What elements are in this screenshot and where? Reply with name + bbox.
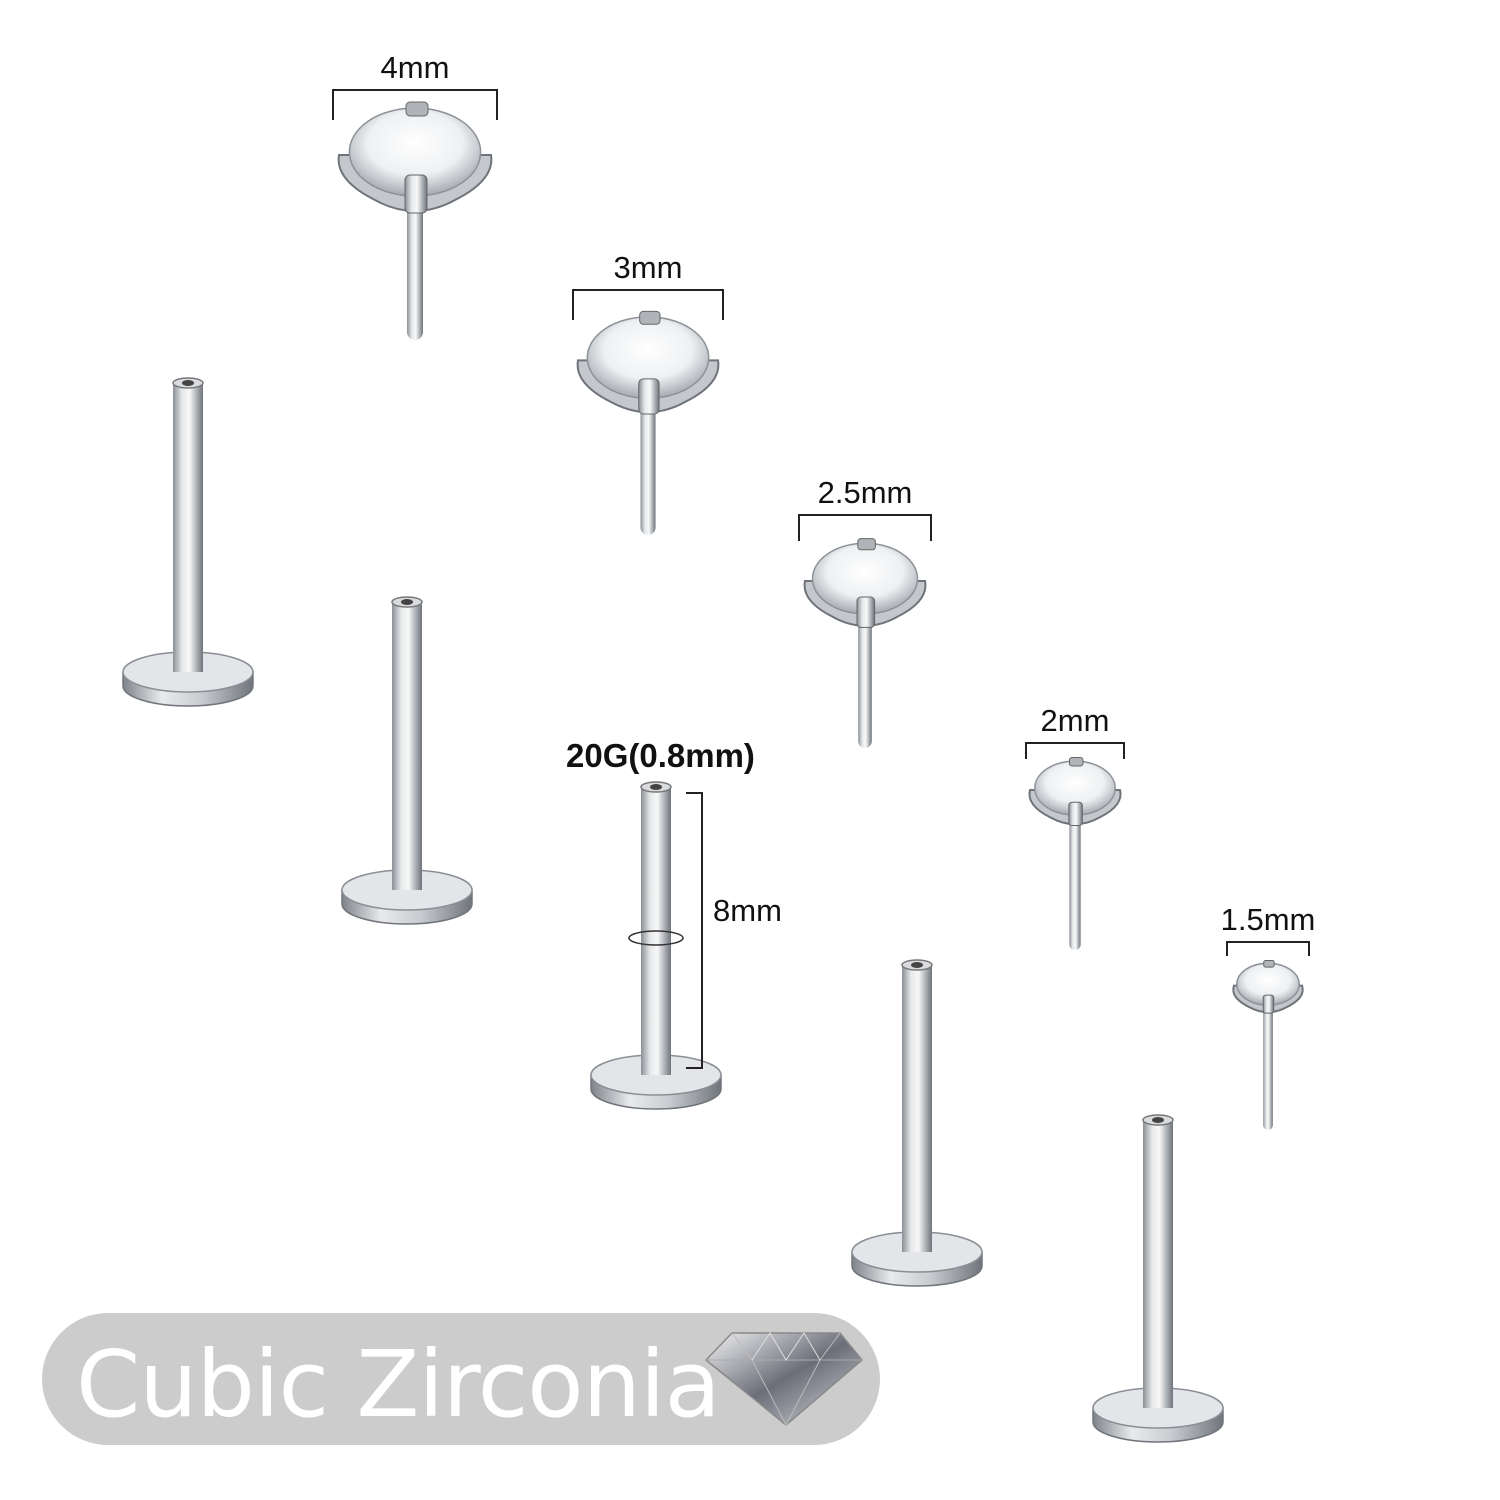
size-label: 2mm <box>1041 703 1110 738</box>
size-bracket <box>1226 941 1310 956</box>
length-bracket <box>686 792 703 1069</box>
size-label: 3mm <box>614 250 683 285</box>
gauge-annotation: 20G(0.8mm) <box>566 737 755 774</box>
gem-top-2.5mm <box>803 538 927 748</box>
banner-background <box>42 1313 880 1445</box>
size-bracket <box>572 289 724 320</box>
size-label: 4mm <box>381 50 450 85</box>
labret-post <box>1092 1114 1224 1443</box>
length-annotation: 8mm <box>628 792 782 1069</box>
gem-top-3mm <box>576 310 720 535</box>
banner-text: Cubic Zirconia <box>76 1331 720 1438</box>
gauge-label: 20G(0.8mm) <box>566 737 755 774</box>
size-bracket <box>798 514 932 541</box>
size-bracket <box>1025 742 1125 759</box>
gem-top-1.5mm <box>1232 959 1304 1130</box>
size-bracket <box>332 89 498 120</box>
gem-top-2mm <box>1028 756 1122 950</box>
length-label: 8mm <box>713 893 782 928</box>
gem-top-4mm <box>337 101 493 340</box>
labret-post <box>122 377 254 707</box>
banner: Cubic Zirconia <box>42 1313 880 1445</box>
labret-post <box>341 596 473 925</box>
gauge-ring-marker <box>628 930 684 946</box>
labret-post <box>851 959 983 1287</box>
size-label: 2.5mm <box>818 475 913 510</box>
diamond-icon <box>704 1332 864 1427</box>
size-label: 1.5mm <box>1221 902 1316 937</box>
